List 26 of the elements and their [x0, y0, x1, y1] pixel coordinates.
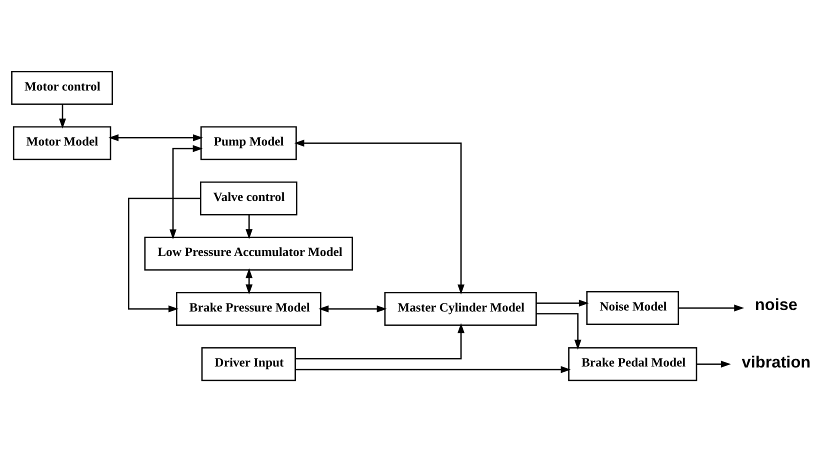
- node-box: Pump Model: [200, 126, 297, 160]
- arrow: [536, 312, 582, 350]
- arrow: [318, 304, 387, 312]
- arrow: [246, 214, 253, 239]
- node-box: Master Cylinder Model: [384, 291, 537, 326]
- node-box: Low Pressure Accumulator Model: [144, 236, 354, 270]
- arrow: [536, 299, 589, 306]
- node-text: vibration: [742, 352, 811, 371]
- node-box: Valve control: [200, 180, 298, 215]
- arrow: [296, 322, 465, 359]
- node-box: Motor control: [11, 70, 113, 104]
- arrow: [294, 139, 465, 294]
- node-box: Brake Pressure Model: [176, 291, 322, 326]
- arrow: [246, 268, 253, 294]
- node-box: Motor Model: [12, 126, 112, 160]
- node-text: noise: [754, 296, 798, 314]
- node-box: Driver Input: [201, 346, 296, 381]
- node-box: Noise Model: [586, 290, 680, 324]
- arrow: [678, 304, 744, 311]
- arrow: [128, 197, 200, 312]
- arrow: [108, 134, 204, 141]
- node-box: Brake Pedal Model: [568, 346, 698, 381]
- arrow: [295, 366, 571, 373]
- arrow: [696, 360, 731, 368]
- arrow: [59, 104, 66, 128]
- arrow: [170, 144, 203, 239]
